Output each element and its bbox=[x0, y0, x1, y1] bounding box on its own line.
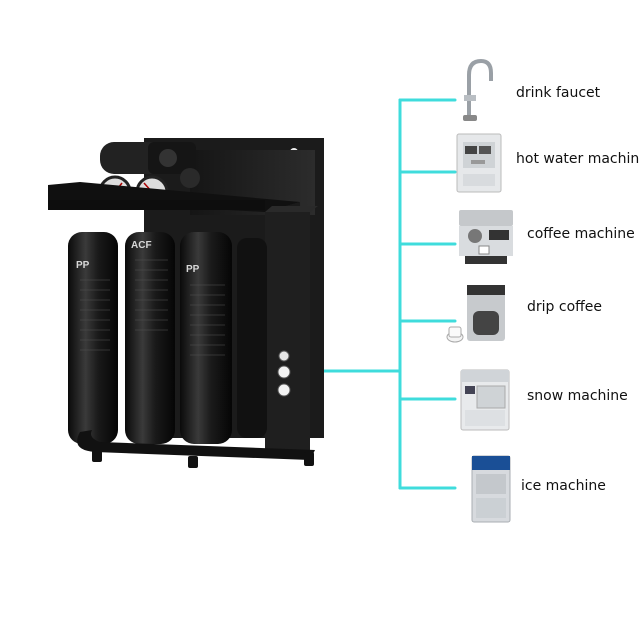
label-coffee-machine: coffee machine bbox=[527, 226, 635, 242]
cartridge-2 bbox=[125, 232, 175, 444]
label-ice-machine: ice machine bbox=[521, 478, 606, 494]
filter-cartridges: PP ACF PP bbox=[68, 232, 267, 444]
ice-machine-icon bbox=[471, 455, 511, 523]
base-frame bbox=[77, 430, 315, 460]
cartridge-1 bbox=[68, 232, 118, 444]
water-filter-unit: PP ACF PP bbox=[48, 138, 324, 468]
drip-coffee-maker-icon bbox=[446, 285, 505, 343]
hot-water-machine-icon bbox=[456, 133, 502, 193]
cartridge-2-label: ACF bbox=[131, 240, 152, 251]
outlet-fittings bbox=[277, 350, 291, 397]
faucet-icon bbox=[463, 58, 493, 121]
espresso-machine-icon bbox=[459, 210, 513, 264]
label-drink-faucet: drink faucet bbox=[516, 85, 601, 101]
label-snow-machine: snow machine bbox=[527, 388, 628, 404]
label-drip-coffee: drip coffee bbox=[527, 299, 603, 315]
cartridge-1-label: PP bbox=[76, 260, 90, 271]
side-panel bbox=[265, 212, 310, 457]
cartridge-3-label: PP bbox=[186, 264, 200, 275]
label-hot-water-machine: hot water machine bbox=[516, 151, 640, 167]
snow-ice-machine-icon bbox=[460, 369, 510, 431]
